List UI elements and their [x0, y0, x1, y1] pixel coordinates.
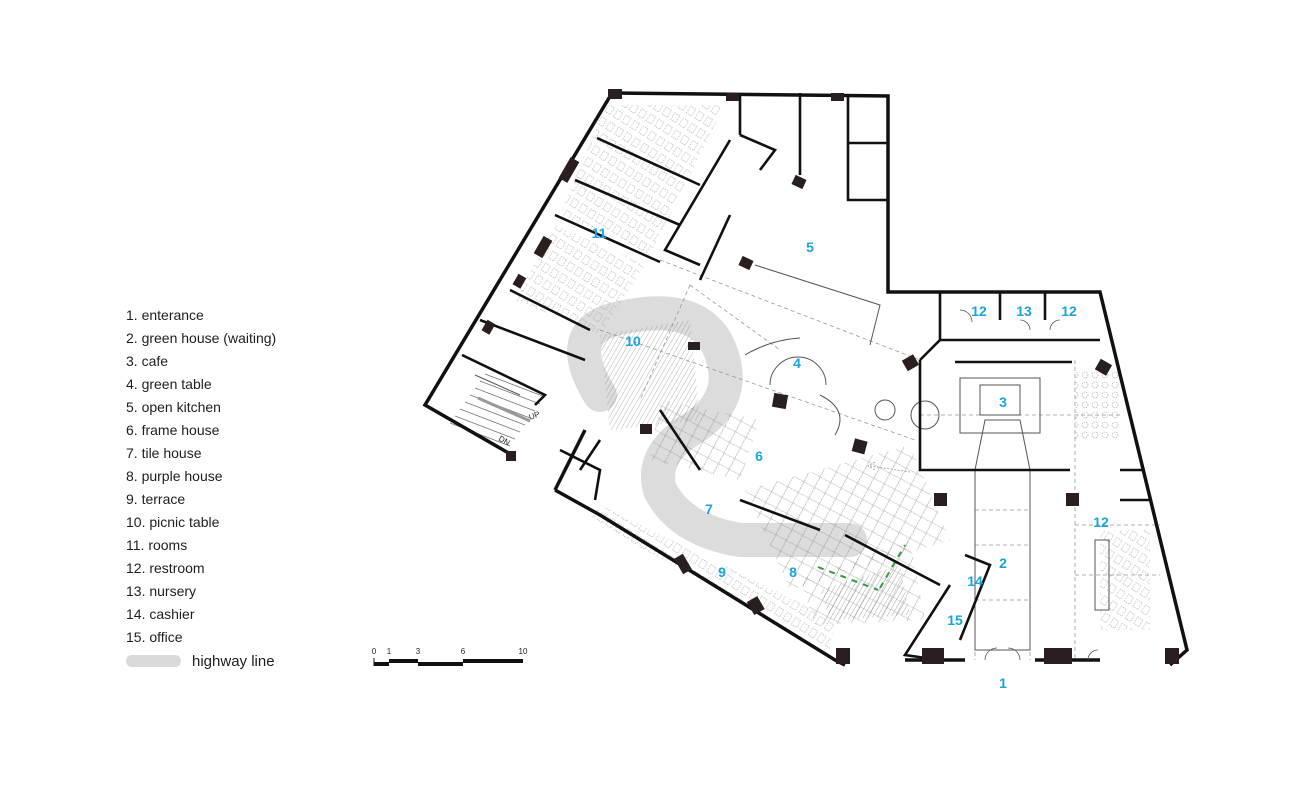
structural-columns — [481, 89, 1179, 664]
legend-item-picnic-table: 10. picnic table — [126, 514, 220, 530]
stair-up-label: UP — [528, 410, 542, 422]
stairs — [449, 373, 546, 447]
scale-tick-3: 3 — [415, 647, 421, 656]
room-label-10: 10 — [625, 333, 641, 349]
room-label-15: 15 — [947, 612, 963, 628]
room-label-11: 11 — [591, 225, 607, 241]
legend-item-purple-house: 8. purple house — [126, 468, 223, 484]
door-swings — [959, 309, 1099, 661]
room-label-1: 1 — [999, 675, 1007, 691]
room-label-12: 12 — [971, 303, 987, 319]
legend-item-rooms: 11. rooms — [126, 537, 188, 553]
room-label-7: 7 — [705, 501, 713, 517]
highway-line-label: highway line — [192, 652, 275, 670]
scale-bar-graphic — [373, 658, 523, 666]
scale-bar: 0 1 3 6 10 — [370, 647, 530, 671]
scale-tick-0: 0 — [371, 647, 377, 656]
room-label-12: 12 — [1061, 303, 1077, 319]
legend-item-green-table: 4. green table — [126, 376, 212, 392]
legend-item-frame-house: 6. frame house — [126, 422, 220, 438]
legend-item-cashier: 14. cashier — [126, 606, 195, 622]
legend-item-entrance: 1. enterance — [126, 307, 204, 323]
room-label-12: 12 — [1093, 514, 1109, 530]
room-label-4: 4 — [793, 355, 801, 371]
interior-lines — [474, 264, 1110, 651]
highway-line-swatch — [126, 655, 181, 667]
room-label-9: 9 — [718, 564, 726, 580]
room-label-6: 6 — [755, 448, 763, 464]
green-markers — [817, 544, 906, 591]
direction-arrow-icon — [867, 461, 911, 473]
scale-tick-1: 1 — [386, 647, 392, 656]
scale-tick-10: 10 — [518, 647, 528, 656]
legend-item-green-house: 2. green house (waiting) — [126, 330, 277, 346]
legend-item-office: 15. office — [126, 629, 183, 645]
legend-item-highway-line: highway line — [126, 649, 276, 673]
room-label-14: 14 — [967, 573, 983, 589]
room-label-3: 3 — [999, 394, 1007, 410]
room-label-13: 13 — [1016, 303, 1032, 319]
legend-item-tile-house: 7. tile house — [126, 445, 202, 461]
furniture-layer — [515, 105, 1150, 650]
legend-item-nursery: 13. nursery — [126, 583, 197, 599]
room-label-5: 5 — [806, 239, 814, 255]
inner-walls — [461, 93, 1150, 662]
legend-item-terrace: 9. terrace — [126, 491, 186, 507]
room-label-2: 2 — [999, 555, 1007, 571]
scale-tick-6: 6 — [460, 647, 466, 656]
legend-item-cafe: 3. cafe — [126, 353, 169, 369]
legend-item-open-kitchen: 5. open kitchen — [126, 399, 221, 415]
legend-item-restroom: 12. restroom — [126, 560, 205, 576]
room-label-8: 8 — [789, 564, 797, 580]
legend: 1. enterance 2. green house (waiting) 3.… — [126, 304, 276, 673]
